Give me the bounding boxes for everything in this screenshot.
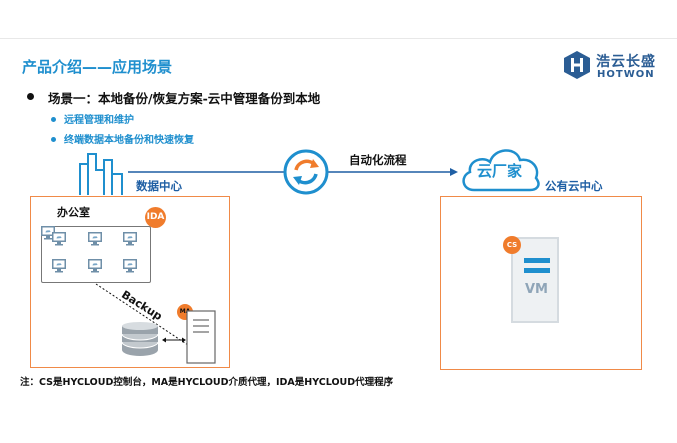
office-label: 办公室 [57,206,90,219]
public-cloud-label: 公有云中心 [545,179,603,193]
ida-badge: IDA [145,207,166,228]
office-box [30,196,230,368]
point-bullet [51,137,56,142]
cloud-icon [462,149,540,192]
server-icon [186,310,216,364]
exchange-arrow-icon [162,337,186,343]
cs-badge: CS [503,236,521,254]
scene-bullet [27,93,34,100]
point-bullet [51,117,56,122]
vm-label: VM [525,282,548,297]
header-divider [0,38,677,39]
cloud-vendor-label: 云厂家 [477,162,523,180]
pc-group [41,226,151,283]
logo-english: HOTWON [597,69,655,80]
sync-icon [283,149,329,195]
public-cloud-box [440,196,642,370]
datacenter-building-icon [79,153,123,195]
scene-point-2: 终端数据本地备份和快速恢复 [64,135,194,146]
scene-point-1: 远程管理和维护 [64,115,134,126]
hotwon-logo-icon [564,51,590,79]
datacenter-label: 数据中心 [136,179,182,193]
page-title: 产品介绍——应用场景 [22,58,173,76]
database-icon [121,322,159,356]
footnote: 注：CS是HYCLOUD控制台，MA是HYCLOUD介质代理，IDA是HYCLO… [20,377,394,388]
scene-title: 场景一：本地备份/恢复方案-云中管理备份到本地 [48,91,321,106]
automation-label: 自动化流程 [349,153,407,167]
logo-chinese: 浩云长盛 [596,54,656,70]
pc-icons [41,226,137,273]
vm-server-icon [511,237,559,323]
